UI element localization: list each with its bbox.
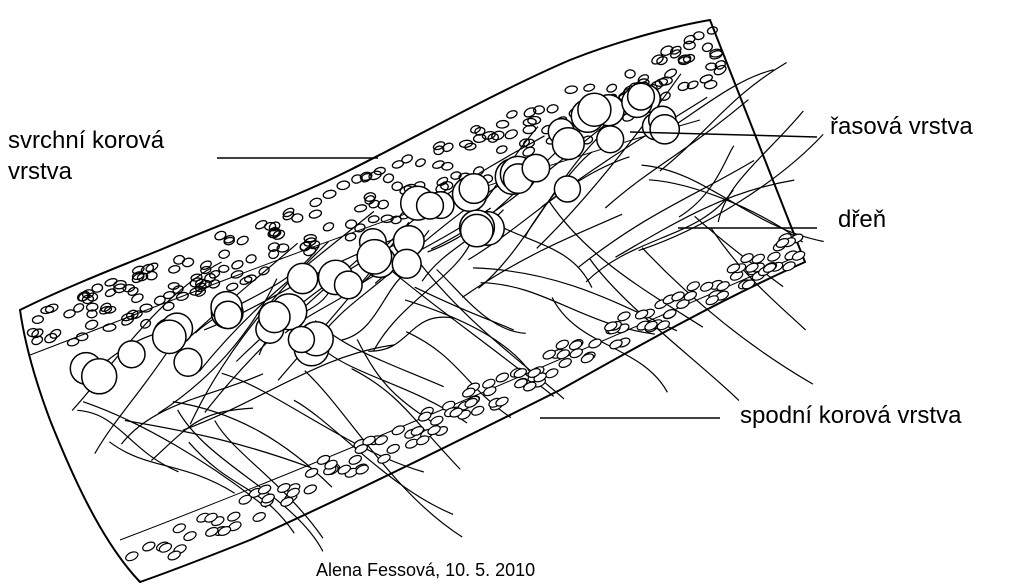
algal-cell: [357, 240, 391, 274]
label-algal-layer: řasová vrstva: [830, 112, 973, 141]
algal-cell: [628, 83, 655, 110]
algal-cell: [214, 301, 241, 328]
algal-cell: [522, 154, 549, 181]
algal-cell: [335, 271, 363, 299]
label-lower-cortex: spodní korová vrstva: [740, 401, 961, 430]
algal-cell: [118, 341, 145, 368]
algal-cell: [174, 348, 202, 376]
label-upper-cortex-line2: vrstva: [8, 157, 72, 186]
algal-cell: [288, 327, 314, 353]
algal-cell: [650, 115, 679, 144]
algal-cell: [459, 174, 489, 204]
algal-cell: [259, 301, 290, 332]
algal-cell: [597, 126, 624, 153]
algal-cell: [554, 176, 580, 202]
algal-cell: [153, 320, 186, 353]
algal-cell: [82, 359, 117, 394]
algal-cell: [417, 192, 444, 219]
author-credit: Alena Fessová, 10. 5. 2010: [316, 560, 535, 581]
algal-cell: [461, 214, 493, 246]
algal-cell: [578, 93, 611, 126]
label-upper-cortex-line1: svrchní korová: [8, 126, 164, 155]
algal-cell: [392, 249, 421, 278]
algal-cell: [552, 128, 584, 160]
label-medulla: dřeň: [838, 205, 886, 234]
algal-cell: [288, 263, 318, 293]
